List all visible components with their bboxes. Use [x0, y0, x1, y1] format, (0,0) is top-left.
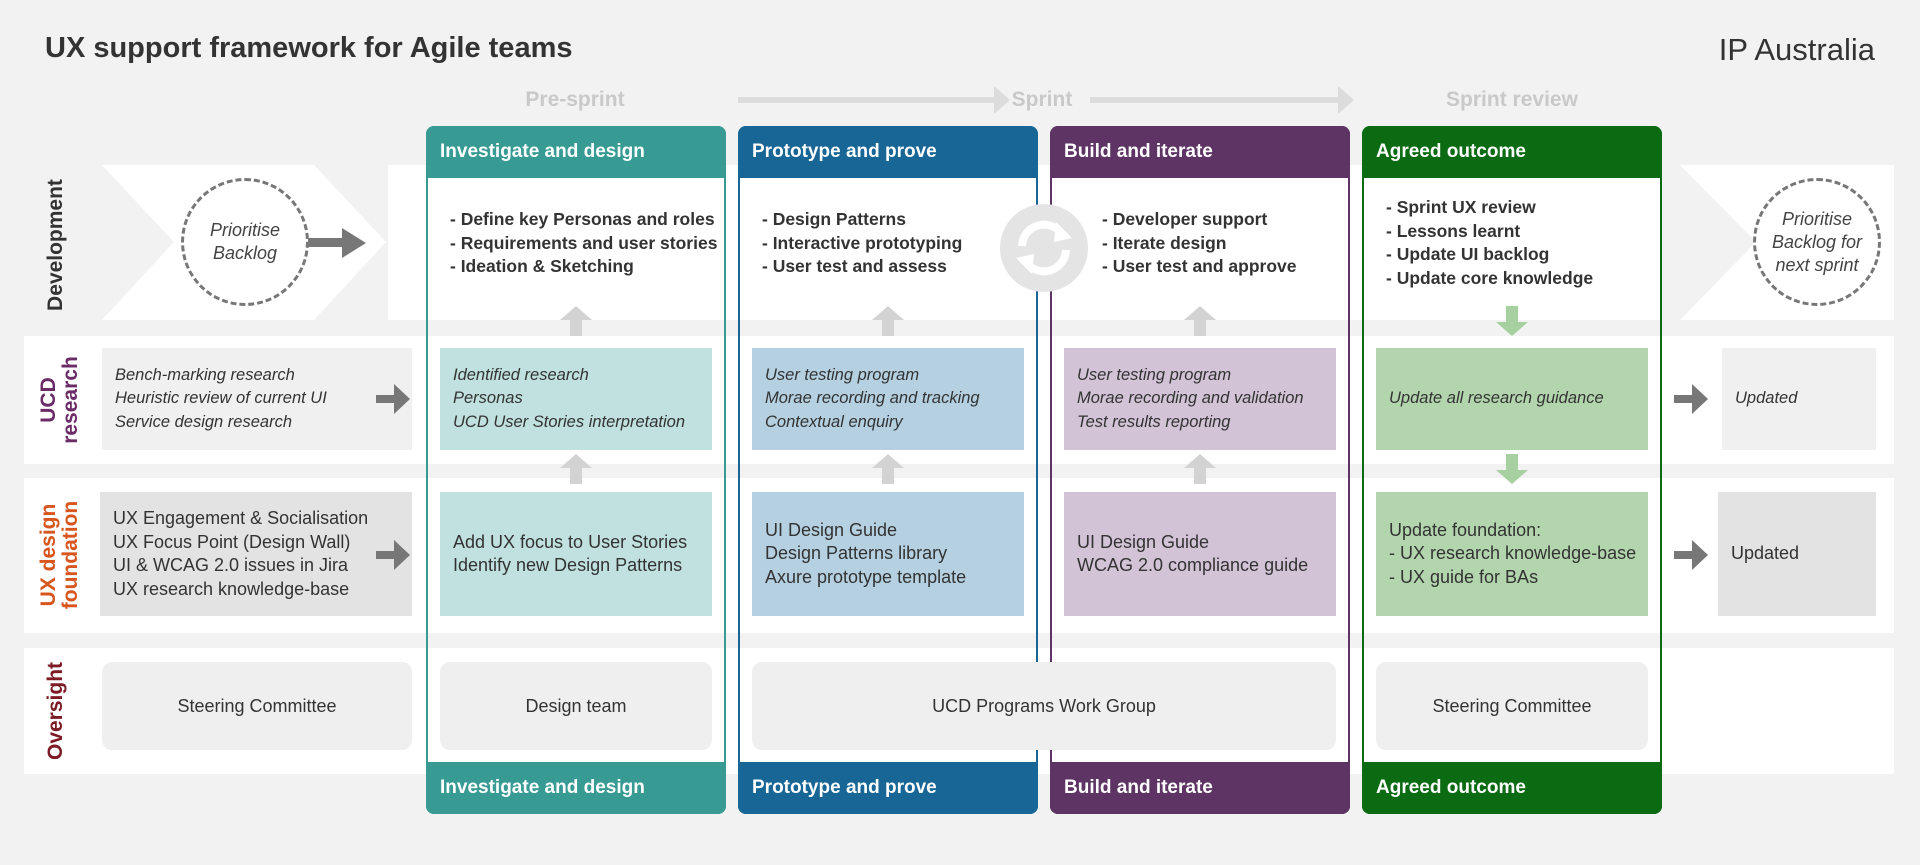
row-label-ucd-wrap: UCD research	[20, 330, 100, 470]
dev-prototype-list: - Design Patterns - Interactive prototyp…	[762, 209, 963, 276]
oversight-steering-committee-agreed: Steering Committee	[1376, 662, 1648, 750]
oversight-ucd-programs-work-group: UCD Programs Work Group	[752, 662, 1336, 750]
row-label-ux-foundation: UX design foundation	[36, 500, 82, 610]
research-agreed-box: Update all research guidance	[1376, 348, 1648, 450]
arrow-right-icon	[1674, 540, 1708, 570]
header-investigate: Investigate and design	[426, 126, 726, 178]
dev-investigate-list: - Define key Personas and roles - Requir…	[450, 209, 718, 276]
row-label-ucd-research: UCD research	[36, 356, 82, 444]
research-investigate-box: Identified research Personas UCD User St…	[440, 348, 712, 450]
research-prototype-box: User testing program Morae recording and…	[752, 348, 1024, 450]
arrow-up-icon	[560, 454, 592, 484]
research-pre-box: Bench-marking research Heuristic review …	[102, 348, 412, 450]
arrow-up-icon	[872, 306, 904, 336]
organisation-name: IP Australia	[1718, 32, 1875, 67]
phase-arrow-1	[738, 97, 996, 103]
foundation-updated-box: Updated	[1718, 492, 1876, 616]
row-label-oversight: Oversight	[44, 661, 67, 761]
foundation-build-box: UI Design Guide WCAG 2.0 compliance guid…	[1064, 492, 1336, 616]
phase-pre-sprint: Pre-sprint	[525, 88, 625, 111]
phase-sprint-review: Sprint review	[1446, 88, 1578, 111]
refresh-icon	[1000, 204, 1088, 292]
footer-agreed: Agreed outcome	[1362, 762, 1662, 814]
arrow-up-icon	[1184, 454, 1216, 484]
development-chevron-right	[1660, 165, 1756, 320]
phase-arrow-2	[1090, 97, 1340, 103]
dev-agreed-list: - Sprint UX review - Lessons learnt - Up…	[1386, 197, 1594, 288]
header-agreed: Agreed outcome	[1362, 126, 1662, 178]
arrow-right-icon	[376, 540, 410, 570]
arrow-right-icon	[1674, 384, 1708, 414]
prioritise-backlog-circle: Prioritise Backlog	[181, 178, 309, 306]
footer-investigate: Investigate and design	[426, 762, 726, 814]
foundation-agreed-box: Update foundation: - UX research knowled…	[1376, 492, 1648, 616]
arrow-right-icon	[376, 384, 410, 414]
phase-sprint: Sprint	[1011, 88, 1073, 111]
arrow-right-icon	[308, 228, 366, 258]
dev-build-list: - Developer support - Iterate design - U…	[1102, 209, 1297, 276]
page-title: UX support framework for Agile teams	[45, 32, 573, 64]
research-build-box: User testing program Morae recording and…	[1064, 348, 1336, 450]
development-chevrons	[24, 165, 388, 320]
foundation-investigate-box: Add UX focus to User Stories Identify ne…	[440, 492, 712, 616]
footer-build: Build and iterate	[1050, 762, 1350, 814]
foundation-pre-box: UX Engagement & Socialisation UX Focus P…	[100, 492, 412, 616]
header-build: Build and iterate	[1050, 126, 1350, 178]
arrow-down-icon	[1496, 454, 1528, 484]
row-label-development: Development	[44, 179, 67, 311]
prioritise-next-sprint-circle: Prioritise Backlog for next sprint	[1753, 178, 1881, 306]
arrow-up-icon	[560, 306, 592, 336]
foundation-prototype-box: UI Design Guide Design Patterns library …	[752, 492, 1024, 616]
footer-prototype: Prototype and prove	[738, 762, 1038, 814]
arrow-up-icon	[872, 454, 904, 484]
oversight-steering-committee-pre: Steering Committee	[102, 662, 412, 750]
research-updated-box: Updated	[1722, 348, 1876, 450]
row-label-ux-wrap: UX design foundation	[20, 481, 100, 629]
arrow-down-icon	[1496, 306, 1528, 336]
phase-arrow-2-head	[1338, 86, 1354, 114]
phase-arrow-1-head	[994, 86, 1010, 114]
oversight-design-team: Design team	[440, 662, 712, 750]
arrow-up-icon	[1184, 306, 1216, 336]
header-prototype: Prototype and prove	[738, 126, 1038, 178]
